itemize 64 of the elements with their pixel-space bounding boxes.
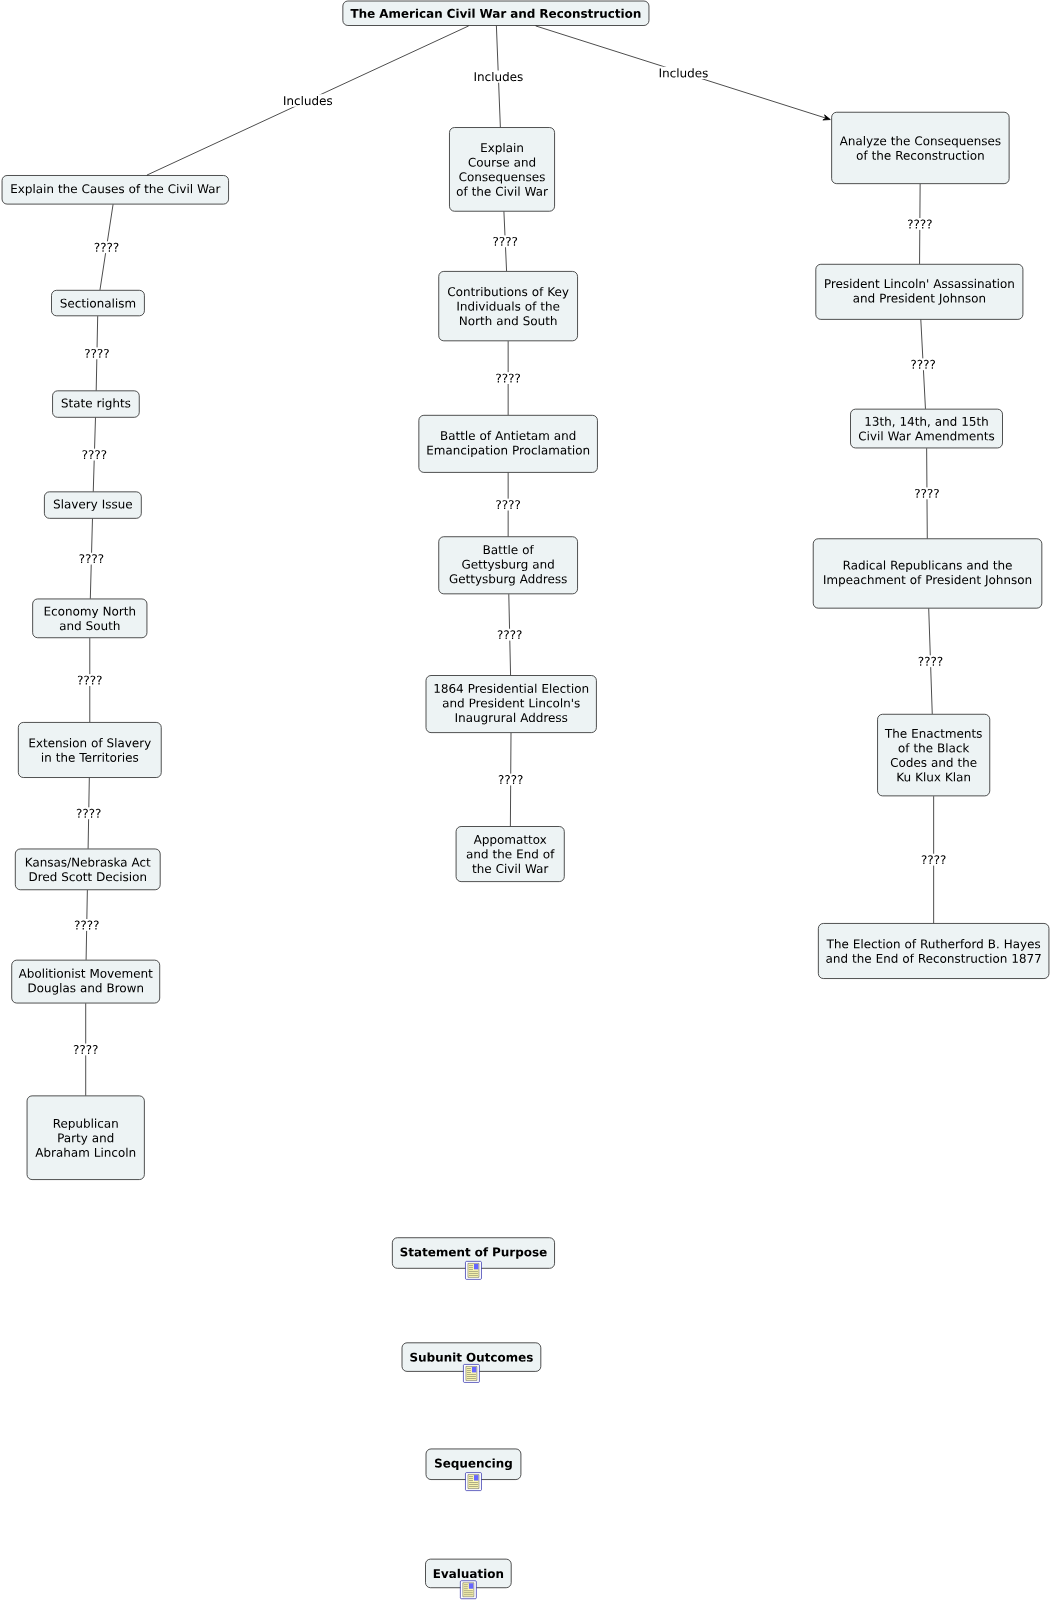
concept-box: Analyze the Consequenses of the Reconstruction: [831, 111, 1010, 185]
edge-label: ????: [92, 241, 121, 254]
connector-line: [99, 204, 114, 291]
connector-line: [146, 25, 469, 176]
connector-line: [508, 593, 511, 676]
connector-line: [507, 340, 509, 416]
concept-box: Republican Party and Abraham Lincoln: [26, 1095, 145, 1180]
concept-box: State rights: [52, 390, 140, 418]
concept-box: Battle of Antietam and Emancipation Proclamation: [418, 414, 598, 473]
connector-line: [85, 1003, 87, 1096]
concept-box: Slavery Issue: [44, 491, 142, 519]
concept-box: Contributions of Key Individuals of the North and South: [438, 271, 578, 342]
concept-box: Sectionalism: [51, 289, 145, 317]
concept-box: Sequencing: [425, 1448, 522, 1480]
concept-box: Explain Course and Consequenses of the Civil War: [449, 127, 555, 212]
concept-box: The Enactments of the Black Codes and the Ku Klux Klan: [877, 713, 991, 797]
concept-box: Kansas/Nebraska Act Dred Scott Decision: [14, 848, 161, 891]
connector-line: [92, 417, 96, 492]
connector-line: [920, 319, 926, 410]
connector-line: [926, 448, 928, 539]
connector-line: [510, 732, 512, 827]
concept-box: Radical Republicans and the Impeachment of President Johnson: [812, 538, 1043, 609]
connector-line: [928, 608, 933, 715]
edge-label: ????: [71, 1043, 100, 1056]
edge-label: ????: [495, 628, 524, 641]
concept-box: Appomattox and the End of the Civil War: [455, 826, 565, 882]
concept-box: 1864 Presidential Election and President Lincoln's Inaugrural Address: [425, 675, 597, 733]
edge-label: ????: [496, 773, 525, 786]
concept-box: The American Civil War and Reconstruction: [342, 0, 650, 26]
concept-box: Evaluation: [425, 1558, 512, 1589]
concept-box: The Election of Rutherford B. Hayes and the End of Reconstruction 1877: [817, 923, 1050, 979]
edge-label: ????: [493, 372, 523, 384]
concept-box: 13th, 14th, and 15th Civil War Amendments: [850, 408, 1003, 449]
edge-label: ????: [493, 498, 523, 511]
connector-line: [496, 25, 501, 128]
concept-box: Economy North and South: [32, 598, 148, 639]
edge-label: ????: [75, 674, 104, 686]
concept-box: Statement of Purpose: [391, 1237, 555, 1269]
edge-label: ????: [905, 218, 935, 230]
edge-label: ????: [82, 347, 112, 360]
concept-box: Subunit Outcomes: [401, 1342, 542, 1372]
connector-line: [89, 637, 91, 723]
edge-label: ????: [912, 487, 942, 500]
concept-box: Extension of Slavery in the Territories: [17, 722, 162, 778]
concept-box: Abolitionist Movement Douglas and Brown: [11, 959, 161, 1004]
edge-label: ????: [908, 358, 938, 371]
edge-label: ????: [916, 655, 945, 668]
edge-label: Includes: [657, 66, 710, 79]
connector-line: [933, 795, 934, 924]
edge-label: ????: [919, 853, 948, 866]
edge-label: Includes: [472, 70, 525, 83]
edge-label: ????: [80, 448, 109, 461]
edge-label: Includes: [281, 94, 335, 107]
edge-label: ????: [74, 807, 103, 820]
edge-label: ????: [77, 552, 106, 565]
connector-line: [90, 518, 93, 599]
concept-box: Battle of Gettysburg and Gettysburg Address: [438, 536, 578, 595]
connector-line: [919, 183, 921, 265]
edge-label: ????: [72, 919, 101, 931]
connector-line: [95, 315, 99, 391]
concept-box: President Lincoln' Assassination and President Johnson: [815, 263, 1024, 320]
edge-label: ????: [491, 235, 520, 248]
concept-box: Explain the Causes of the Civil War: [1, 175, 229, 205]
connector-line: [535, 25, 831, 121]
